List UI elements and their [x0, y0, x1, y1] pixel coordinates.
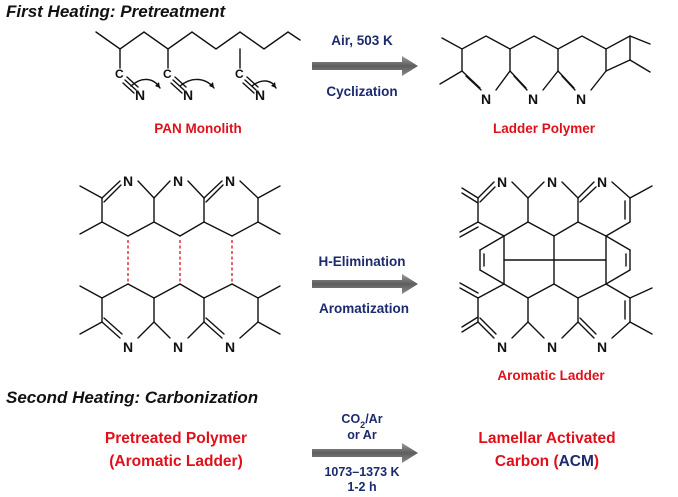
carbonization-atmosphere-alt: or Ar: [347, 428, 377, 442]
ring-nitrogen-label: N: [597, 174, 607, 190]
acm-product-sublabel: Carbon (ACM): [495, 453, 599, 470]
first-heating-heading: First Heating: Pretreatment: [6, 2, 226, 21]
ring-nitrogen-label: N: [123, 339, 133, 355]
ring-nitrogen-label: N: [123, 173, 133, 189]
electron-push-arrows: [130, 78, 277, 89]
cyclization-condition-top: Air, 503 K: [331, 33, 393, 48]
carbonization-arrow: [312, 443, 418, 463]
nitrile-carbon-label: C: [163, 67, 172, 81]
aromatization-condition-bottom: Aromatization: [319, 301, 409, 316]
pretreated-polymer-sublabel: (Aromatic Ladder): [109, 453, 243, 470]
interchain-hydrogen-links: [127, 240, 233, 282]
ring-nitrogen-label: N: [497, 339, 507, 355]
ring-nitrogen-label: N: [173, 173, 183, 189]
ring-nitrogen-label: N: [173, 339, 183, 355]
acm-product-label: Lamellar Activated: [478, 430, 615, 447]
pan-monolith-label: PAN Monolith: [154, 121, 241, 136]
aromatization-condition-top: H-Elimination: [319, 254, 406, 269]
aromatization-arrow: [312, 274, 418, 294]
carbonization-duration: 1-2 h: [347, 480, 376, 494]
ring-nitrogen-label: N: [225, 173, 235, 189]
nitrile-carbon-label: C: [115, 67, 124, 81]
ring-nitrogen-label: N: [547, 339, 557, 355]
nitrile-nitrogen-label: N: [135, 87, 145, 103]
ring-nitrogen-label: N: [481, 91, 491, 107]
ring-nitrogen-label: N: [576, 91, 586, 107]
ladder-polymer-label: Ladder Polymer: [493, 121, 596, 136]
nitrile-nitrogen-label: N: [255, 87, 265, 103]
nitrile-nitrogen-label: N: [183, 87, 193, 103]
ring-nitrogen-label: N: [225, 339, 235, 355]
nitrile-carbon-label: C: [235, 67, 244, 81]
acm-abbreviation: ACM: [559, 453, 594, 470]
carbonization-temperature: 1073–1373 K: [324, 465, 399, 479]
second-heating-heading: Second Heating: Carbonization: [6, 388, 258, 407]
ladder-polymer-structure: N N N: [439, 35, 651, 107]
stacked-ladder-structure: N N N: [79, 173, 281, 355]
ring-nitrogen-label: N: [528, 91, 538, 107]
pan-monolith-structure: C C C N N N: [95, 31, 301, 103]
pretreated-polymer-label: Pretreated Polymer: [105, 430, 247, 447]
aromatic-ladder-label: Aromatic Ladder: [497, 368, 605, 383]
aromatic-ladder-structure: N N N N N N: [459, 174, 653, 355]
cyclization-arrow: [312, 56, 418, 76]
ring-nitrogen-label: N: [497, 174, 507, 190]
cyclization-condition-bottom: Cyclization: [326, 84, 397, 99]
ring-nitrogen-label: N: [597, 339, 607, 355]
carbonization-atmosphere: CO2/Ar: [341, 412, 382, 430]
ring-nitrogen-label: N: [547, 174, 557, 190]
